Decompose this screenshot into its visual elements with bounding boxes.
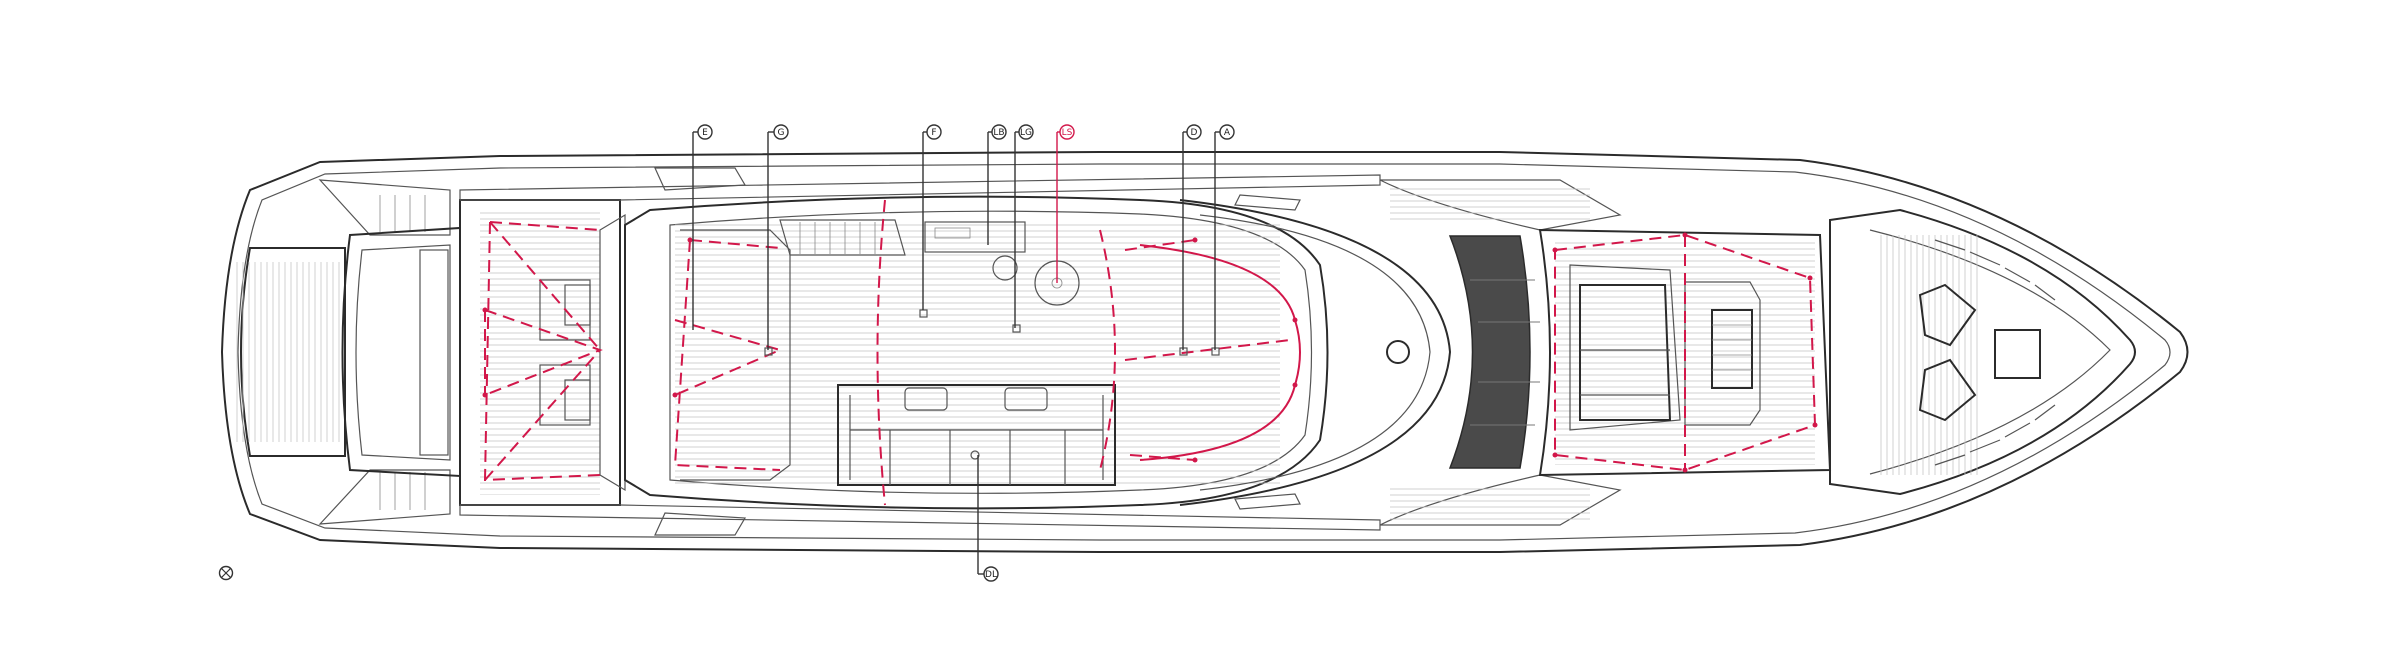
windscreen: [1179, 199, 1452, 506]
callout-marker-f[interactable]: [926, 124, 942, 140]
callout-marker-d[interactable]: [1186, 124, 1202, 140]
callout-label-e: E: [702, 128, 708, 138]
callout-marker-dl[interactable]: [983, 566, 999, 582]
bow-deck: [1829, 208, 2136, 496]
callout-label-ls: LS: [1062, 128, 1073, 138]
callout-label-a: A: [1224, 128, 1231, 138]
callout-label-dl: DL: [985, 570, 997, 580]
callout-label-lb: LB: [993, 128, 1004, 138]
callout-label-lg: LG: [1020, 128, 1032, 138]
aft-deck: [459, 199, 626, 506]
callout-marker-e[interactable]: [697, 124, 713, 140]
callout-label-f: F: [931, 128, 936, 138]
callout-label-g: G: [778, 128, 785, 138]
aft-cockpit: [341, 226, 461, 478]
callout-marker-g[interactable]: [773, 124, 789, 140]
swim-platform: [232, 247, 346, 457]
north-arrow-icon: [218, 565, 234, 581]
callout-label-d: D: [1191, 128, 1198, 138]
callout-marker-ls[interactable]: [1059, 124, 1075, 140]
callout-marker-a[interactable]: [1219, 124, 1235, 140]
side-decks: [459, 167, 1381, 536]
callout-marker-lb[interactable]: [991, 124, 1007, 140]
aft-steps: [318, 179, 451, 525]
skylight-glass: [1448, 235, 1540, 469]
main-salon: [624, 195, 1329, 510]
callouts: E G F LB LG LS D A DL: [692, 124, 1235, 582]
callout-marker-lg[interactable]: [1018, 124, 1034, 140]
foredeck: [1538, 228, 1832, 477]
side-walkways: [1379, 179, 1622, 526]
